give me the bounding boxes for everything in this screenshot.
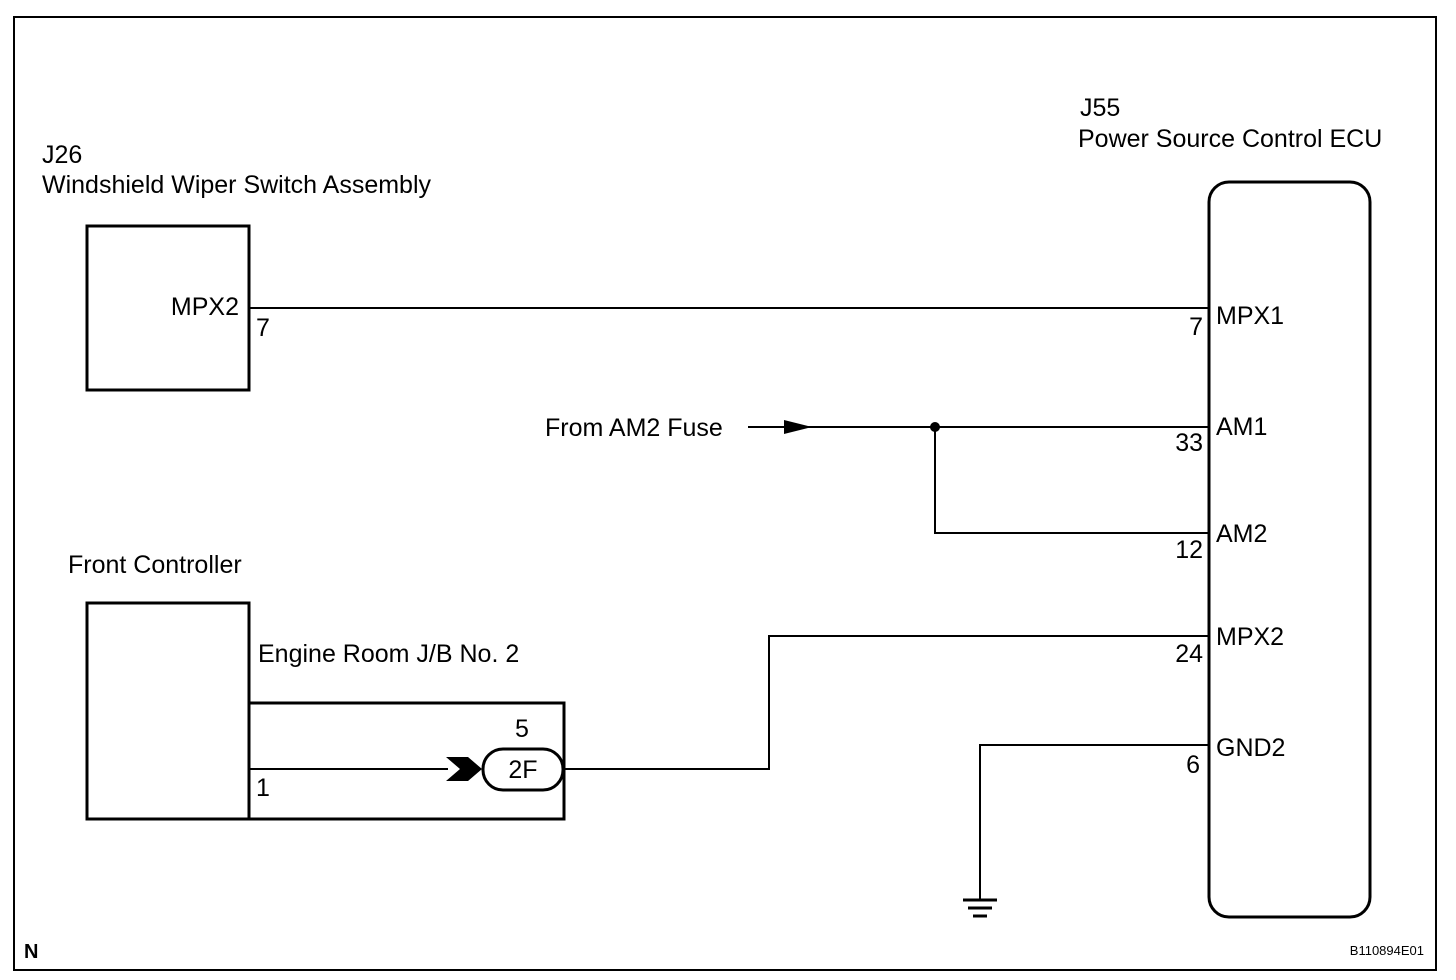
front-controller-name: Front Controller bbox=[68, 551, 242, 579]
ecu-code: J55 bbox=[1080, 94, 1120, 122]
corner-letter: N bbox=[24, 941, 38, 963]
ecu-terminal-pin: 12 bbox=[1175, 536, 1203, 564]
wiper-switch-terminal-label: MPX2 bbox=[171, 293, 239, 321]
diagram-frame bbox=[13, 16, 1437, 971]
front-controller-pin: 1 bbox=[256, 774, 270, 802]
connector-chevron-icon bbox=[446, 757, 482, 781]
ecu-terminal-pin: 6 bbox=[1186, 751, 1200, 779]
ecu-name: Power Source Control ECU bbox=[1078, 125, 1382, 153]
junction-block-name: Engine Room J/B No. 2 bbox=[258, 640, 519, 668]
fuse-arrow-icon bbox=[784, 420, 812, 434]
ecu-terminal-pin: 7 bbox=[1189, 313, 1203, 341]
ecu-terminal-pin: 24 bbox=[1175, 640, 1203, 668]
junction-block-pin: 5 bbox=[515, 715, 529, 743]
junction-block-box bbox=[247, 701, 566, 821]
wire-am2 bbox=[934, 427, 1209, 534]
ecu-terminal-label: AM2 bbox=[1216, 520, 1267, 548]
wiper-switch-name: Windshield Wiper Switch Assembly bbox=[42, 171, 432, 199]
ecu-terminal-label: MPX2 bbox=[1216, 623, 1284, 651]
wiper-switch-code: J26 bbox=[42, 141, 82, 169]
wire-gnd2 bbox=[979, 744, 1209, 899]
fuse-source-label: From AM2 Fuse bbox=[545, 414, 723, 442]
ground-icon bbox=[963, 898, 997, 918]
wiper-switch-pin: 7 bbox=[256, 314, 270, 342]
ecu-terminal-label: GND2 bbox=[1216, 734, 1285, 762]
connector-2f-label: 2F bbox=[508, 756, 537, 784]
ecu-terminal-label: AM1 bbox=[1216, 413, 1267, 441]
ecu-box bbox=[1207, 180, 1372, 919]
figure-code: B110894E01 bbox=[1350, 943, 1424, 958]
ecu-terminal-pin: 33 bbox=[1175, 429, 1203, 457]
wire-mpx2 bbox=[563, 635, 1209, 770]
ecu-terminal-label: MPX1 bbox=[1216, 302, 1284, 330]
front-controller-box bbox=[85, 601, 251, 821]
